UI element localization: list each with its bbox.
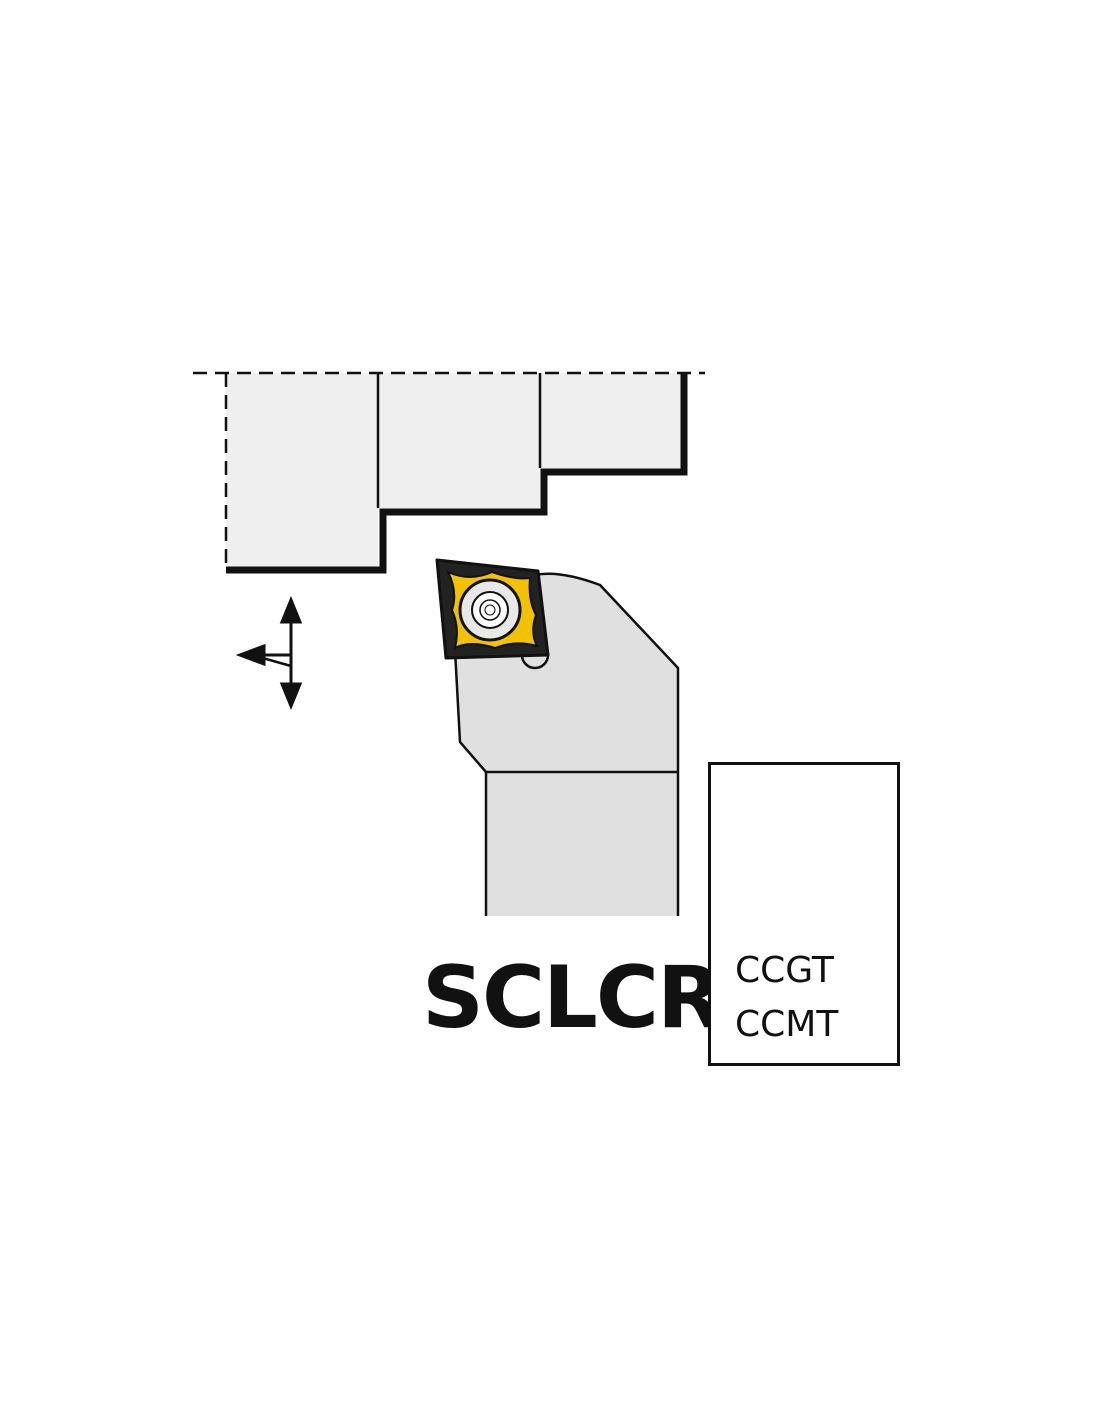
holder-code-label: SCLCR — [422, 948, 723, 1048]
insert-type-box: CCGT CCMT — [708, 762, 900, 1066]
insert-type-label: CCGT — [735, 950, 834, 991]
insert-type-label: CCMT — [735, 1004, 839, 1045]
feed-direction-arrows-icon — [235, 596, 303, 710]
rhombic-insert-icon — [435, 558, 550, 660]
stepped-workpiece-icon — [193, 371, 705, 574]
